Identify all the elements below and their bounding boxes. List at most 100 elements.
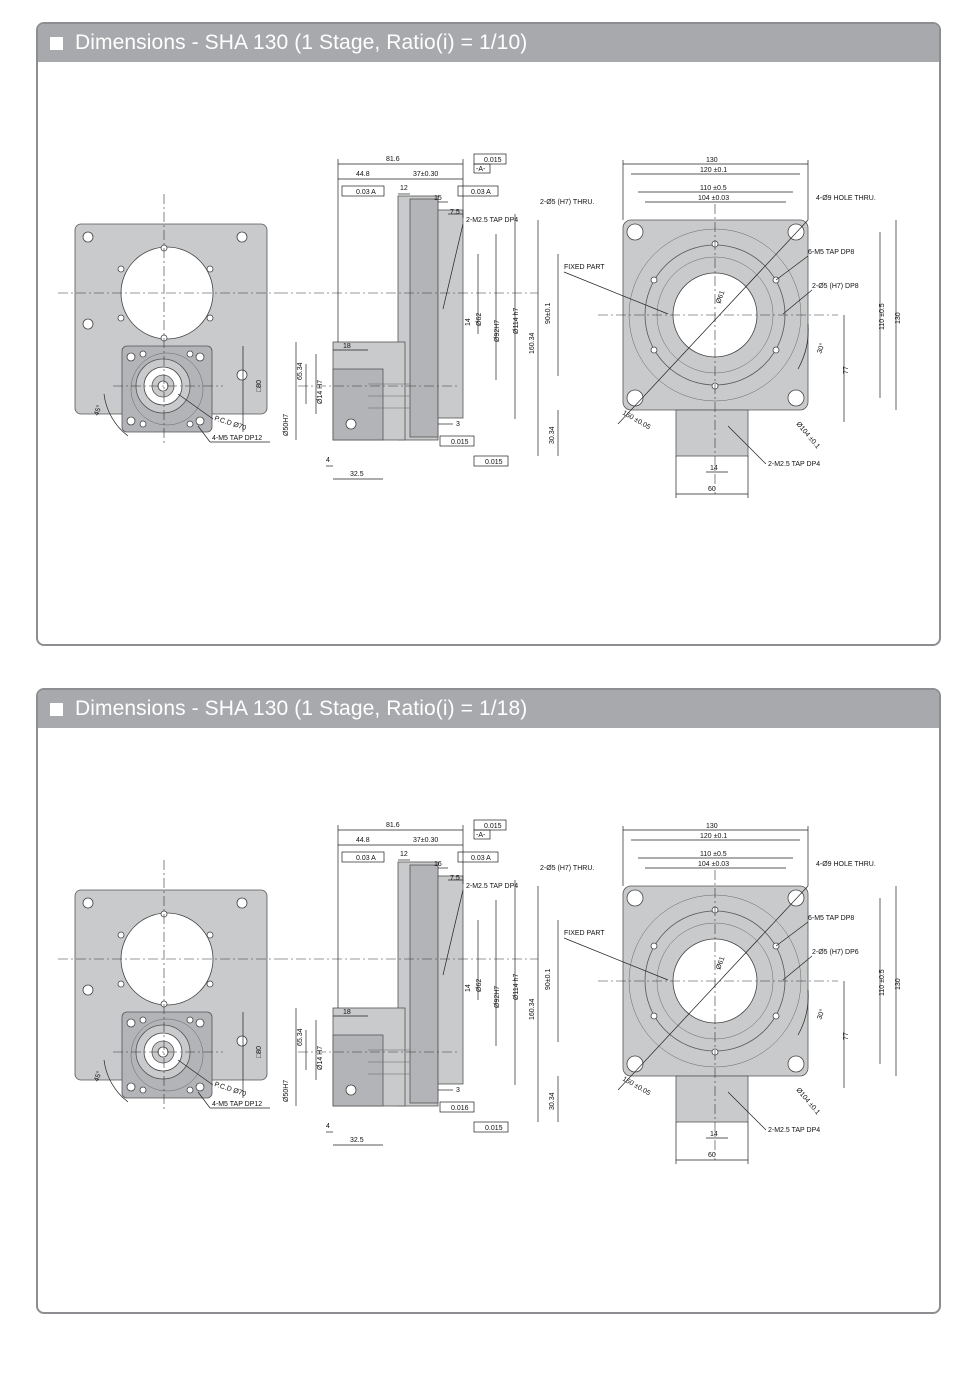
- panel-header: Dimensions - SHA 130 (1 Stage, Ratio(i) …: [38, 690, 939, 728]
- rear-angle-30: 30°: [815, 342, 826, 355]
- drawing-area: P.C.D Ø70 □80 4-M5 TAP DP12 45° 81.6 44.…: [38, 24, 939, 644]
- mount-hole: [236, 369, 248, 381]
- rear-angle-30: 30°: [815, 1008, 826, 1021]
- runout-mid: 0.015: [451, 439, 469, 446]
- front-view: P.C.D Ø70 □80 4-M5 TAP DP12 45°: [58, 194, 278, 444]
- runout-mid-box: [439, 1101, 475, 1113]
- rear-dim-60: 60: [708, 486, 716, 493]
- parallel-right: 0.03 A: [471, 189, 491, 196]
- mount-hole: [82, 231, 94, 243]
- angle-arc: [103, 1059, 129, 1103]
- adapter-hole: [139, 420, 147, 428]
- tap-hole: [206, 931, 214, 939]
- dim-44-8: 44.8: [356, 171, 370, 178]
- adapter-hole: [195, 1082, 205, 1092]
- dim-65-34: 65.34: [297, 1028, 304, 1046]
- tap-hole: [206, 314, 214, 322]
- parallel-left: 0.03 A: [356, 855, 376, 862]
- dim-total-length: 81.6: [386, 156, 400, 163]
- pcd-label: P.C.D Ø70: [213, 1081, 247, 1098]
- dim-3: 3: [456, 421, 460, 428]
- rear-corner-hole: [626, 1055, 644, 1073]
- runout-mid: 0.016: [451, 1105, 469, 1112]
- dim-14-vert: 14: [465, 984, 472, 992]
- rear-dim-104-dia: Ø104 ±0.1: [794, 421, 820, 451]
- dimension-panel-1-10: Dimensions - SHA 130 (1 Stage, Ratio(i) …: [36, 22, 941, 646]
- fixed-part-label: FIXED PART: [564, 930, 605, 937]
- dim-14-vert: 14: [465, 318, 472, 326]
- technical-drawing: P.C.D Ø70 □80 4-M5 TAP DP12 45° 81.6 44.…: [58, 819, 902, 1164]
- angle45-label: 45°: [92, 1070, 103, 1083]
- adapter-hole: [126, 1082, 136, 1092]
- dim-37: 37±0.30: [413, 171, 438, 178]
- rear-tap-label: 2-M2.5 TAP DP4: [768, 461, 820, 468]
- runout-bot-box: [473, 1121, 509, 1133]
- side-input: [332, 368, 384, 441]
- rear-dim-90: 90±0.1: [545, 969, 552, 990]
- rear-input-boss: [675, 409, 749, 457]
- rear-corner-hole: [626, 389, 644, 407]
- angle45-label: 45°: [92, 404, 103, 417]
- rear-tap-hole: [772, 1012, 780, 1020]
- sq80-label: □80: [256, 380, 263, 392]
- pin-holes-label: 2-Ø5 (H7) THRU.: [540, 199, 594, 206]
- rear-dim-130: 130: [706, 157, 718, 164]
- rear-dim-90: 90±0.1: [545, 303, 552, 324]
- rear-dim-14: 14: [710, 465, 718, 472]
- rear-dim-30: 30.34: [549, 1092, 556, 1110]
- adapter-hole: [139, 1086, 147, 1094]
- runout-mid-box: [439, 435, 475, 447]
- side-output: [437, 875, 464, 1085]
- m5-tap-label: 6-M5 TAP DP8: [808, 249, 854, 256]
- mount-hole: [82, 318, 94, 330]
- rear-dim-130: 130: [706, 823, 718, 830]
- rear-view: 130 120 ±0.1 110 ±0.5 104 ±0.03 2-Ø5 (H7…: [529, 157, 902, 498]
- side-set-screw: [345, 418, 357, 430]
- adapter-hole: [186, 1016, 194, 1024]
- pcd-circle: [130, 1018, 204, 1092]
- m5-tap-label: 6-M5 TAP DP8: [808, 915, 854, 922]
- tap-hole: [206, 265, 214, 273]
- side-body: [409, 864, 439, 1104]
- mount-hole: [82, 897, 94, 909]
- mount-hole: [236, 897, 248, 909]
- dimension-panel-1-18: Dimensions - SHA 130 (1 Stage, Ratio(i) …: [36, 688, 941, 1314]
- dim-92: Ø92H7: [494, 320, 501, 342]
- rear-tap-hole: [650, 346, 658, 354]
- adapter-hole: [139, 1016, 147, 1024]
- dim-4: 4: [326, 457, 330, 464]
- parallel-left: 0.03 A: [356, 189, 376, 196]
- side-view: 81.6 44.8 37±0.30 12 15 7.5 0.015 -A- 0.…: [278, 153, 538, 480]
- side-input: [332, 1034, 384, 1107]
- fixed-part-label: FIXED PART: [564, 264, 605, 271]
- rear-dim-14: 14: [710, 1131, 718, 1138]
- adapter-hole: [126, 1018, 136, 1028]
- rear-tap-hole: [650, 1012, 658, 1020]
- rear-dim-110: 110 ±0.5: [700, 185, 727, 192]
- mount-hole: [236, 231, 248, 243]
- dim-62: Ø62: [476, 313, 483, 326]
- rear-view: 130 120 ±0.1 110 ±0.5 104 ±0.03 2-Ø5 (H7…: [529, 823, 902, 1164]
- dim-50: Ø50H7: [283, 1080, 290, 1102]
- parallel-left-box: [341, 185, 385, 197]
- side-tap-label: 2-M2.5 TAP DP4: [466, 217, 518, 224]
- side-view: 81.6 44.8 37±0.30 12 16 7.5 0.015 -A- 0.…: [278, 819, 538, 1146]
- rear-dim-77: 77: [843, 366, 850, 374]
- dim-15: 15: [434, 195, 442, 202]
- datum-a: -A-: [476, 166, 486, 173]
- tap-hole: [117, 314, 125, 322]
- dim-3: 3: [456, 1087, 460, 1094]
- rear-dim-77: 77: [843, 1032, 850, 1040]
- dim-114: Ø114 h7: [513, 308, 520, 334]
- rear-dim-110: 110 ±0.5: [700, 851, 727, 858]
- dim-12: 12: [400, 185, 408, 192]
- parallel-right-box: [457, 851, 499, 863]
- hole-thru-label: 4-Ø9 HOLE THRU.: [816, 195, 876, 202]
- runout-bot-box: [473, 455, 509, 467]
- dim-92: Ø92H7: [494, 986, 501, 1008]
- rear-corner-hole: [787, 1055, 805, 1073]
- hole-thru-label: 4-Ø9 HOLE THRU.: [816, 861, 876, 868]
- dim-37: 37±0.30: [413, 837, 438, 844]
- panel-title: Dimensions - SHA 130 (1 Stage, Ratio(i) …: [75, 697, 528, 720]
- pin-holes-label: 2-Ø5 (H7) THRU.: [540, 865, 594, 872]
